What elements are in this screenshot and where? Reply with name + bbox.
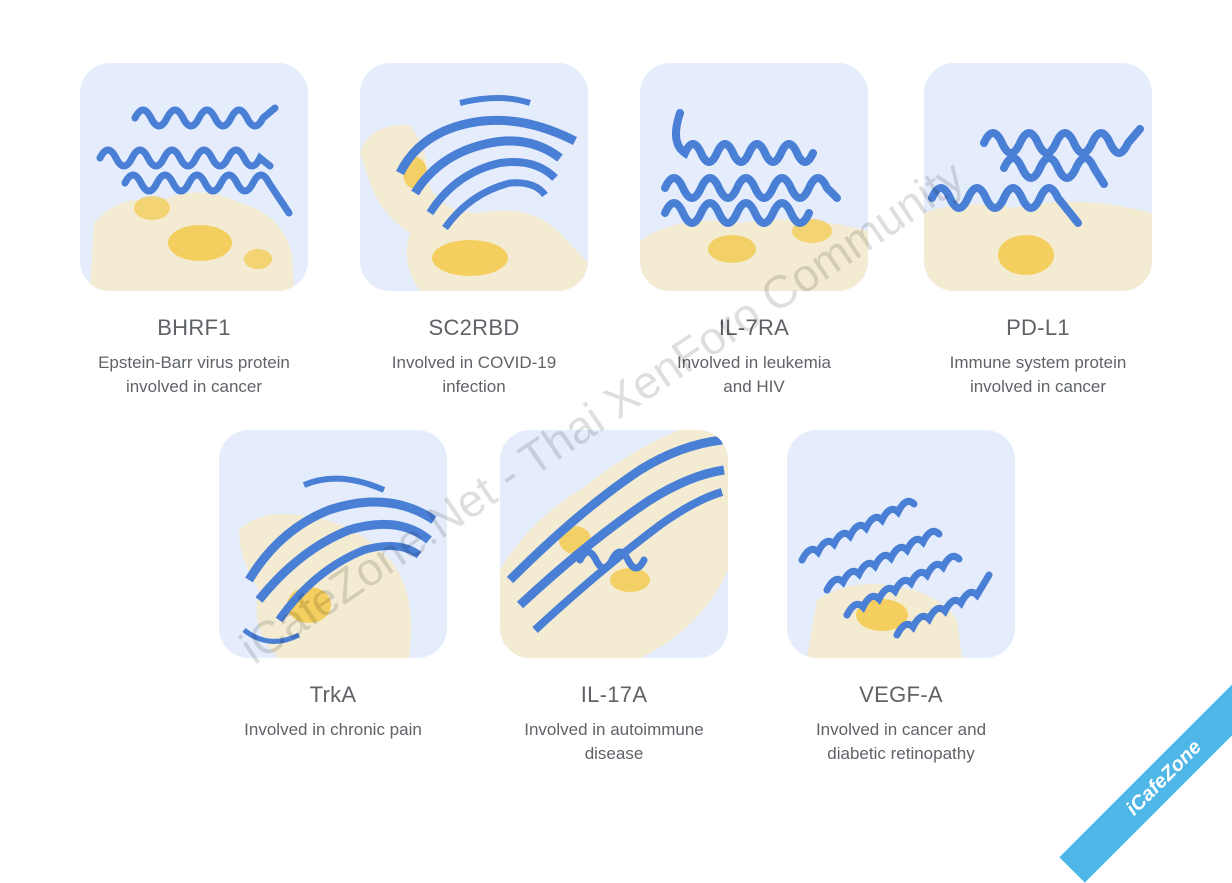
protein-card-vegfa: VEGF-A Involved in cancer and diabetic r…: [787, 430, 1015, 766]
protein-card-il7ra: IL-7RA Involved in leukemia and HIV: [640, 63, 868, 399]
helix-ribbon-icon: [798, 497, 993, 658]
protein-card-pdl1: PD-L1 Immune system protein involved in …: [924, 63, 1152, 399]
protein-card-sc2rbd: SC2RBD Involved in COVID-19 infection: [360, 63, 588, 399]
helix-ribbon-icon: [924, 125, 1152, 291]
beta-sheet-ribbon-icon: [500, 430, 728, 658]
protein-structure-image: [924, 63, 1152, 291]
protein-structure-image: [787, 430, 1015, 658]
protein-card-bhrf1: BHRF1 Epstein-Barr virus protein involve…: [80, 63, 308, 399]
protein-name: TrkA: [309, 682, 357, 707]
protein-description: Epstein-Barr virus protein involved in c…: [98, 353, 290, 396]
protein-description: Involved in leukemia and HIV: [676, 353, 832, 396]
corner-badge: iCafeZone: [1059, 673, 1232, 883]
protein-structure-image: [360, 63, 588, 291]
helix-ribbon-icon: [640, 109, 868, 291]
protein-structure-image: [500, 430, 728, 658]
protein-card-trka: TrkA Involved in chronic pain: [219, 430, 447, 742]
beta-sheet-ribbon-icon: [239, 475, 437, 658]
protein-description: Involved in cancer and diabetic retinopa…: [815, 720, 987, 763]
protein-description: Involved in chronic pain: [244, 720, 422, 739]
protein-structure-image: [80, 63, 308, 291]
protein-name: IL-17A: [580, 682, 648, 707]
protein-description: Involved in autoimmune disease: [524, 720, 704, 763]
protein-structure-image: [640, 63, 868, 291]
protein-name: SC2RBD: [428, 315, 520, 340]
protein-name: PD-L1: [1006, 315, 1070, 340]
protein-name: IL-7RA: [718, 315, 790, 340]
protein-card-il17a: IL-17A Involved in autoimmune disease: [500, 430, 728, 766]
beta-sheet-ribbon-icon: [360, 95, 588, 291]
protein-name: VEGF-A: [859, 682, 943, 707]
protein-name: BHRF1: [157, 315, 231, 340]
protein-description: Immune system protein involved in cancer: [949, 353, 1127, 396]
helix-ribbon-icon: [90, 104, 294, 291]
protein-description: Involved in COVID-19 infection: [391, 353, 557, 396]
protein-structure-image: [219, 430, 447, 658]
